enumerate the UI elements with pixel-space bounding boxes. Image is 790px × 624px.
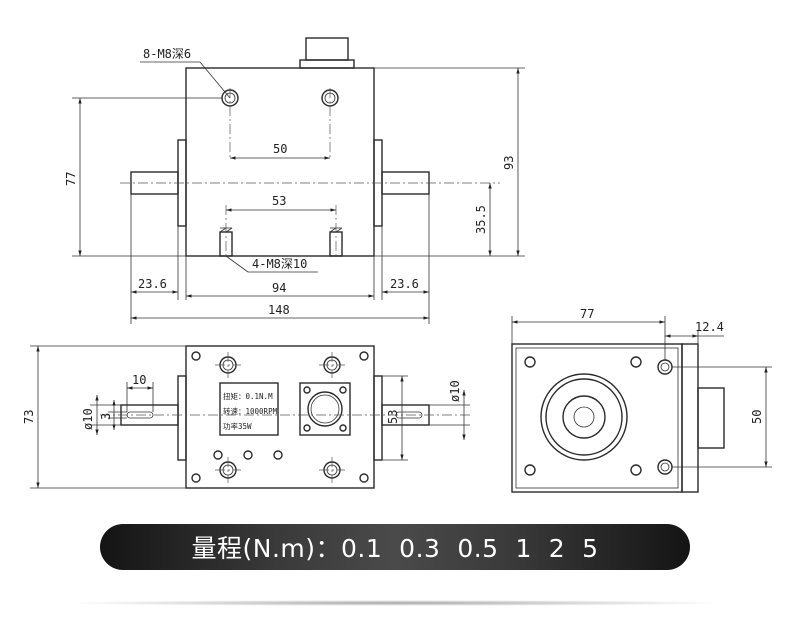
dim-bottom-hole-spacing: 53 [272, 194, 286, 208]
range-banner: 量程(N.m)：0.1 0.3 0.5 1 2 5 [100, 524, 690, 570]
dim-keyway-length: 10 [132, 373, 146, 387]
dim-height-93: 93 [502, 156, 516, 170]
bottom-hole-label: 4-M8深10 [252, 257, 307, 271]
front-view: 8-M8深6 50 53 4-M8深10 77 93 35.5 23 [64, 37, 525, 324]
dim-right-height-53: 53 [386, 410, 400, 424]
dim-shaft-height: 35.5 [474, 205, 488, 234]
dim-shaft-diameter-right: ø10 [448, 380, 462, 402]
dim-shaft-diameter-left: ø10 [81, 408, 95, 430]
dim-side-width-77: 77 [580, 307, 594, 321]
top-hole-label: 8-M8深6 [143, 47, 191, 61]
dim-body-width: 94 [272, 281, 286, 295]
side-view: 77 12.4 50 [511, 307, 772, 493]
nameplate-line1: 扭矩：0.1N.M [223, 391, 273, 401]
top-view: 扭矩：0.1N.M 转速：1000RPM 功率35W 73 ø10 [22, 345, 470, 489]
dim-depth-73: 73 [22, 410, 36, 424]
nameplate-line3: 功率35W [223, 421, 252, 431]
dim-height-77: 77 [64, 172, 78, 186]
dim-top-hole-spacing: 50 [273, 142, 287, 156]
divider-shadow [60, 600, 730, 606]
dim-connector-offset: 12.4 [695, 320, 724, 334]
dim-keyway-width: 3 [99, 413, 113, 420]
range-text: 量程(N.m)：0.1 0.3 0.5 1 2 5 [191, 534, 599, 563]
dim-right-shaft: 23.6 [390, 277, 419, 291]
dim-left-shaft: 23.6 [138, 277, 167, 291]
dim-overall-length: 148 [268, 303, 290, 317]
dim-side-height-50: 50 [750, 410, 764, 424]
nameplate-line2: 转速：1000RPM [223, 406, 278, 416]
